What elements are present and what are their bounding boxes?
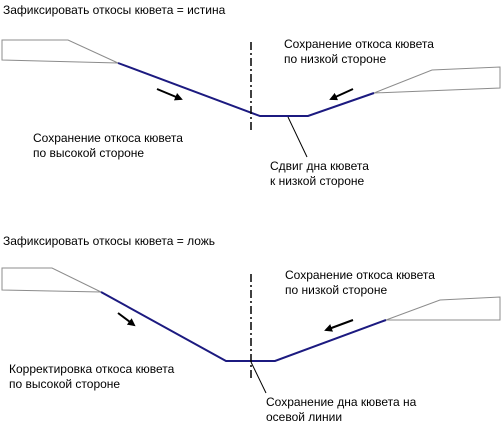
top-panel-drawing (1, 39, 501, 158)
bottom-left-arrow-icon (117, 312, 136, 327)
bottom-label-right-line2: по низкой стороне (285, 283, 388, 297)
bottom-label-bottom-line2: осевой линии (266, 410, 343, 424)
top-label-left-line1: Сохранение откоса кювета (33, 131, 183, 145)
bottom-left-terrain (1, 267, 102, 293)
top-label-left-line2: по высокой стороне (33, 146, 145, 160)
bottom-right-arrow-icon (324, 319, 354, 332)
top-left-terrain (1, 39, 119, 64)
top-right-terrain (373, 66, 501, 94)
bottom-label-right: Сохранение откоса кювета по низкой сторо… (285, 268, 435, 298)
bottom-label-right-line1: Сохранение откоса кювета (285, 268, 435, 282)
bottom-label-left: Корректировка откоса кювета по высокой с… (9, 362, 174, 392)
bottom-panel-title: Зафиксировать откосы кювета = ложь (3, 234, 216, 248)
top-right-arrow-icon (329, 88, 354, 101)
bottom-label-left-line2: по высокой стороне (9, 377, 121, 391)
top-left-arrow-icon (156, 88, 183, 101)
top-label-left: Сохранение откоса кювета по высокой стор… (33, 131, 183, 161)
bottom-right-terrain (385, 296, 501, 321)
top-label-right-line1: Сохранение откоса кювета (284, 37, 434, 51)
top-panel-title: Зафиксировать откосы кювета = истина (3, 3, 226, 17)
bottom-label-left-line1: Корректировка откоса кювета (9, 362, 175, 376)
bottom-panel-drawing (1, 267, 501, 394)
top-bottom-leader (287, 116, 308, 158)
top-label-bottom-line1: Сдвиг дна кювета (270, 159, 369, 173)
top-label-bottom-line2: к низкой стороне (270, 174, 365, 188)
top-ditch-profile (117, 62, 375, 117)
bottom-label-bottom: Сохранение дна кювета на осевой линии (266, 395, 416, 425)
bottom-ditch-profile (100, 291, 387, 362)
bottom-label-bottom-line1: Сохранение дна кювета на (266, 395, 417, 409)
bottom-bottom-leader (250, 361, 267, 394)
top-label-bottom: Сдвиг дна кювета к низкой стороне (270, 159, 369, 189)
top-label-right-line2: по низкой стороне (284, 52, 387, 66)
top-label-right: Сохранение откоса кювета по низкой сторо… (284, 37, 434, 67)
